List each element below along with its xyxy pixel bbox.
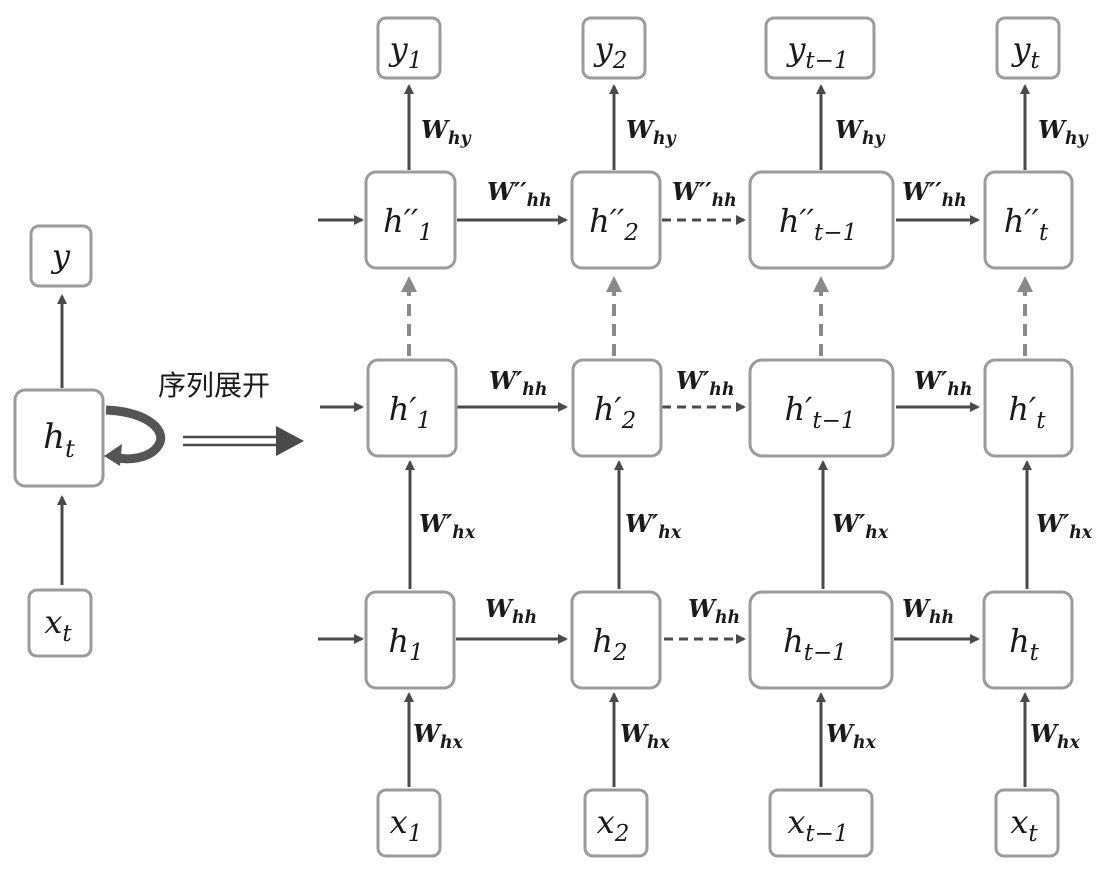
weight-label-whx2: W′hx (832, 509, 889, 543)
svg-text:h′′1: h′′1 (383, 202, 433, 246)
folded-hidden-node: ht (13, 388, 105, 488)
weight-label-whh3: W′′hh (902, 177, 967, 211)
svg-text:y1: y1 (388, 30, 423, 74)
svg-text:yt−1: yt−1 (785, 30, 848, 74)
folded-input-node: xt (27, 588, 93, 658)
recurrence-loop-icon (104, 405, 166, 466)
weight-label-why: Why (835, 115, 887, 149)
layer1-to-layer2-arrows (405, 460, 1032, 589)
hidden1-node: ht (982, 590, 1074, 690)
hidden2-node: h′2 (571, 358, 663, 458)
svg-text:y2: y2 (593, 30, 628, 74)
weight-label-whh3: W′′hh (487, 177, 552, 211)
hidden2-node: h′t (983, 358, 1074, 458)
input-node: xt (994, 788, 1060, 858)
hidden3-node: h′′t (983, 170, 1074, 270)
layer2-row: h′1 h′2 h′t−1 h′t (366, 358, 1074, 458)
output-row: y1 y2 yt−1 yt (376, 16, 1061, 80)
svg-text:ht−1: ht−1 (783, 622, 847, 666)
svg-text:xt: xt (1010, 803, 1038, 847)
svg-text:h′′t: h′′t (1004, 202, 1049, 246)
svg-text:h′t: h′t (1008, 390, 1046, 434)
output-node: yt−1 (764, 16, 876, 80)
svg-text:ht: ht (1009, 622, 1040, 666)
layer1-weight-labels: Whh Whh Whh (485, 594, 954, 628)
input-arrows (404, 692, 1030, 787)
weight-label-whh1: Whh (902, 594, 954, 628)
hidden2-node: h′1 (366, 358, 458, 458)
hidden3-node: h′′1 (364, 170, 457, 270)
layer3-row: h′′1 h′′2 h′′t−1 h′′t (364, 170, 1074, 270)
weight-label-why: Why (421, 115, 473, 149)
hidden3-node: h′′t−1 (748, 170, 895, 270)
input-node: x1 (376, 788, 442, 858)
weight-label-whh2: W′hh (914, 366, 972, 400)
svg-text:h1: h1 (388, 622, 423, 666)
weight-label-whx2: W′hx (419, 509, 476, 543)
whx2-labels: W′hx W′hx W′hx W′hx (419, 509, 1093, 543)
weight-label-whh2: W′hh (489, 366, 547, 400)
output-node: y2 (581, 16, 647, 80)
unfold-label: 序列展开 (158, 369, 270, 402)
folded-output-node: y (29, 224, 93, 288)
why-arrows (404, 84, 1030, 170)
svg-text:yt: yt (1010, 30, 1040, 74)
svg-text:y: y (50, 237, 71, 275)
input-node: xt−1 (768, 788, 874, 858)
weight-label-whx1: Whx (1030, 719, 1081, 753)
svg-text:ht: ht (43, 417, 75, 463)
weight-label-why: Why (626, 115, 678, 149)
layer2-to-layer3-arrows (401, 276, 1033, 356)
weight-label-whh1: Whh (688, 594, 740, 628)
svg-text:x2: x2 (597, 803, 630, 847)
weight-label-whh2: W′hh (676, 366, 734, 400)
svg-text:xt: xt (44, 603, 72, 647)
svg-text:xt−1: xt−1 (787, 803, 848, 847)
weight-label-whx2: W′hx (625, 509, 682, 543)
weight-label-whx1: Whx (413, 719, 464, 753)
svg-text:h′1: h′1 (389, 390, 432, 434)
whx1-labels: Whx Whx Whx Whx (413, 719, 1081, 753)
svg-text:x1: x1 (390, 803, 423, 847)
weight-label-whh1: Whh (485, 594, 537, 628)
input-node: x2 (583, 788, 649, 858)
svg-text:h′′t−1: h′′t−1 (779, 202, 857, 246)
layer1-row: h1 h2 ht−1 ht (364, 590, 1074, 690)
input-row: x1 x2 xt−1 xt (376, 788, 1060, 858)
hidden1-node: h2 (570, 590, 662, 690)
weight-label-whx1: Whx (826, 719, 877, 753)
hidden2-node: h′t−1 (748, 358, 895, 458)
hidden3-node: h′′2 (570, 170, 662, 270)
svg-text:h′2: h′2 (594, 390, 637, 434)
weight-label-why: Why (1038, 115, 1090, 149)
svg-text:h′′2: h′′2 (589, 202, 639, 246)
layer2-weight-labels: W′hh W′hh W′hh (489, 366, 972, 400)
hidden1-node: ht−1 (748, 590, 894, 690)
output-node: y1 (376, 16, 442, 80)
weight-label-whx1: Whx (620, 719, 671, 753)
hidden1-node: h1 (364, 590, 456, 690)
output-node: yt (995, 16, 1061, 80)
folded-rnn: y ht xt (13, 224, 166, 658)
unfold-double-arrow-icon (183, 426, 304, 456)
svg-text:h′t−1: h′t−1 (784, 390, 855, 434)
weight-label-whh3: W′′hh (672, 177, 737, 211)
layer3-weight-labels: W′′hh W′′hh W′′hh (487, 177, 967, 211)
weight-label-whx2: W′hx (1036, 509, 1093, 543)
svg-text:h2: h2 (592, 622, 627, 666)
why-labels: Why Why Why Why (421, 115, 1090, 149)
